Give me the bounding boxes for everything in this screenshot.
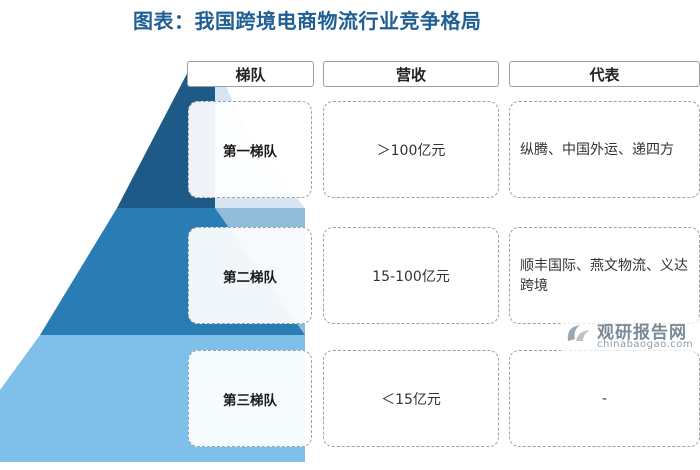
tier-2-revenue: 15-100亿元 — [323, 227, 499, 324]
tier-2-label: 第二梯队 — [188, 227, 312, 324]
tier-2-rep-line-1: 顺丰国际、燕文物流、义达 — [520, 257, 688, 274]
tier-3-revenue: ＜15亿元 — [323, 350, 499, 447]
header-tier: 梯队 — [187, 61, 314, 87]
tier-3-representative: - — [509, 350, 700, 447]
watermark-url: chinabaogao.com — [597, 339, 694, 350]
tier-1-rep-line-1: 纵腾、中国外运、递四方 — [520, 141, 674, 158]
chart-title: 图表：我国跨境电商物流行业竞争格局 — [133, 9, 482, 33]
tier-1-representative: 纵腾、中国外运、递四方 — [509, 101, 700, 198]
header-revenue: 营收 — [323, 61, 499, 87]
tier-3-label: 第三梯队 — [188, 350, 312, 447]
watermark-name: 观研报告网 — [597, 323, 687, 343]
tier-2-representative: 顺丰国际、燕文物流、义达 跨境 — [509, 227, 700, 324]
watermark: 观研报告网 chinabaogao.com — [561, 318, 700, 352]
tier-1-label: 第一梯队 — [188, 101, 312, 198]
tier-1-revenue: ＞100亿元 — [323, 101, 499, 198]
watermark-logo-icon — [567, 325, 590, 341]
header-representative: 代表 — [509, 61, 700, 87]
tier-2-rep-line-2: 跨境 — [520, 277, 548, 294]
